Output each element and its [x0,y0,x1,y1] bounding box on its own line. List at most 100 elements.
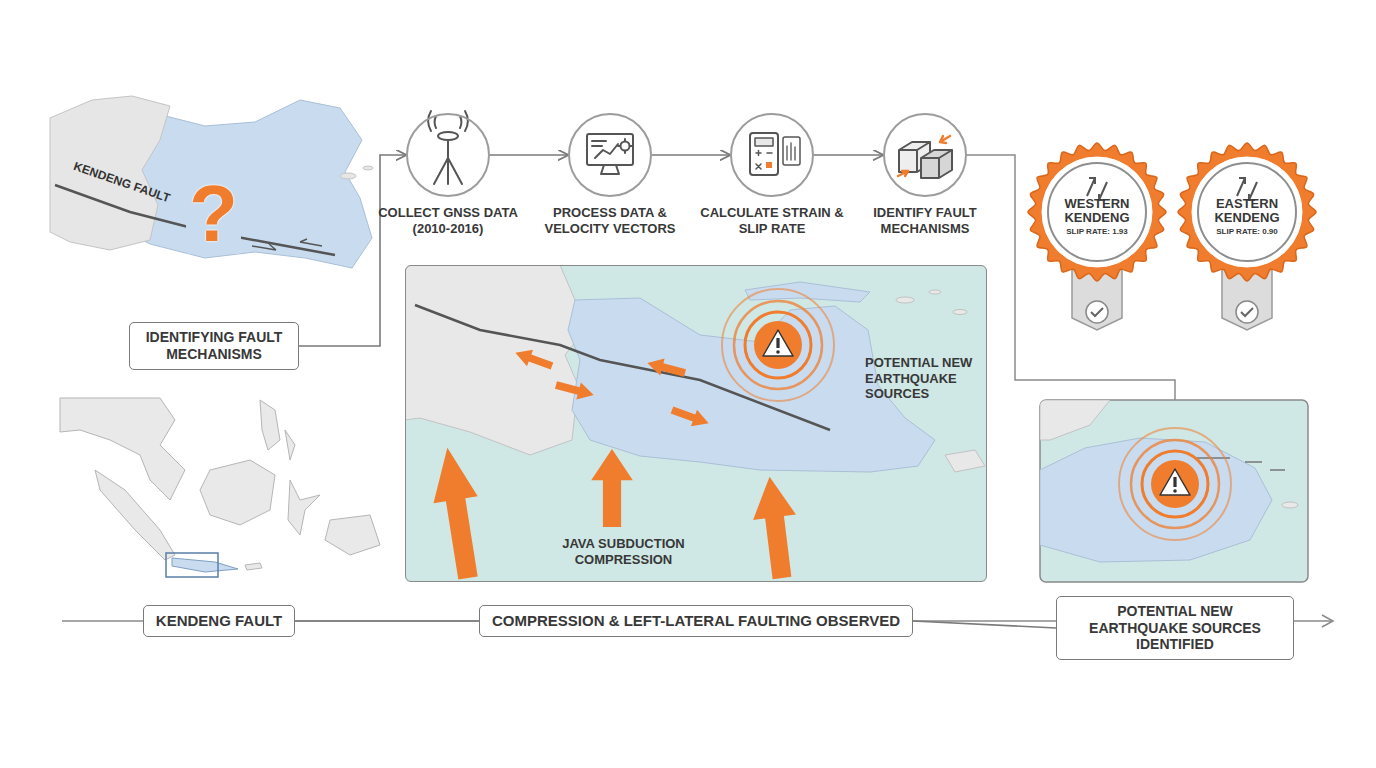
step-icons [756,151,772,170]
step-icons [898,171,908,176]
java-map [50,96,373,268]
connector [652,154,730,156]
step-icons [940,136,950,143]
step-icons [884,114,966,196]
node-title: POTENTIAL NEW EARTHQUAKE SOURCES [865,355,987,402]
java-regional-map [748,474,803,581]
step-icons [407,111,966,196]
java-regional-map [425,444,490,581]
java-map [340,173,356,179]
java-regional-map [745,282,870,302]
badge-ring [1042,157,1152,267]
step-circle: COLLECT GNSS DATA (2010-2016) [406,113,490,197]
node-title: WESTERN KENDENG [1055,197,1139,226]
step-icons [921,150,952,178]
step-icons [731,114,813,196]
step-icons [750,133,778,175]
badge-inner [1048,163,1146,261]
badge-inner [1091,308,1253,316]
node-title: PROCESS DATA & VELOCITY VECTORS [530,205,690,236]
java-map [252,244,276,250]
java-regional-map [945,450,985,472]
java-regional-map [645,354,687,381]
node-title: COLLECT GNSS DATA (2010-2016) [368,205,528,236]
detail-map [1282,502,1298,508]
locator-map [60,398,380,577]
connector [814,154,883,156]
step-icons [618,139,632,153]
locator-map [60,398,185,500]
node-detail: JAVA SUBDUCTION COMPRESSION [541,536,706,567]
detail-map [1119,428,1231,540]
badge-inner [1086,301,1108,323]
connector [913,621,1056,628]
detail-map [1040,400,1308,582]
locator-map [172,558,238,572]
detail-map [1040,400,1298,562]
node-title: EASTERN KENDENG [1205,197,1289,226]
step-circle: CALCULATE STRAIN & SLIP RATE [730,113,814,197]
result-badge: WESTERN KENDENG SLIP RATE: 1.93 [1047,162,1147,262]
locator-map [200,460,275,525]
locator-map [245,563,262,570]
node-title: KENDENG FAULT [156,612,282,630]
step-icons [592,141,606,146]
step-icons [407,114,489,196]
node-title: IDENTIFY FAULT MECHANISMS [845,205,1005,236]
node-title: POTENTIAL NEW EARTHQUAKE SOURCES IDENTIF… [1069,603,1281,653]
java-regional-map [591,449,633,527]
process-box: IDENTIFYING FAULT MECHANISMS [129,322,299,370]
step-icons [569,114,651,196]
java-regional-map [554,376,596,403]
node-detail: SLIP RATE: 0.90 [1199,228,1295,237]
java-regional-map [405,265,987,582]
map-panel: POTENTIAL NEW EARTHQUAKE SOURCES JAVA SUB… [405,265,987,582]
java-map [363,166,373,170]
step-icons [787,143,795,160]
java-map [300,239,322,246]
step-icons [587,134,633,165]
connector [299,155,406,346]
node-title: IDENTIFYING FAULT MECHANISMS [142,329,286,363]
leader-line [967,155,1175,400]
locator-map [95,470,175,560]
step-icons [595,144,619,174]
node-title: COMPRESSION & LEFT-LATERAL FAULTING OBSE… [492,612,900,630]
java-regional-map [512,344,555,374]
badge-inner [1048,163,1296,323]
map-label: KENDENG FAULT [72,160,172,204]
locator-map [166,553,218,577]
step-icons [621,142,630,151]
java-regional-map [405,265,987,582]
result-badge: EASTERN KENDENG SLIP RATE: 0.90 [1197,162,1297,262]
node-detail: SLIP RATE: 1.93 [1049,228,1145,237]
locator-map [260,400,280,450]
detail-map [1040,400,1110,440]
badge-ring [1192,157,1302,267]
badge-seal [1178,143,1316,281]
question-mark: ? [186,174,241,254]
timeline-box: POTENTIAL NEW EARTHQUAKE SOURCES IDENTIF… [1056,596,1294,660]
java-regional-map [896,297,914,303]
step-icons [434,140,462,184]
step-icons [755,138,773,146]
locator-map [325,515,380,555]
java-regional-map [669,402,712,432]
step-circle: PROCESS DATA & VELOCITY VECTORS [568,113,652,197]
java-regional-map [929,290,941,294]
java-regional-map [722,289,834,401]
step-circle: IDENTIFY FAULT MECHANISMS [883,113,967,197]
detail-map [1040,400,1308,582]
badge-seal [1028,143,1166,281]
connector [295,620,479,622]
java-regional-map [953,310,967,315]
locator-map [288,480,320,535]
timeline-box: COMPRESSION & LEFT-LATERAL FAULTING OBSE… [479,605,913,637]
detail-map [1195,458,1285,470]
connector [490,154,568,156]
timeline [1322,615,1333,627]
badge-seal [1028,143,1316,281]
badge-inner [1236,301,1258,323]
node-title: CALCULATE STRAIN & SLIP RATE [692,205,852,236]
